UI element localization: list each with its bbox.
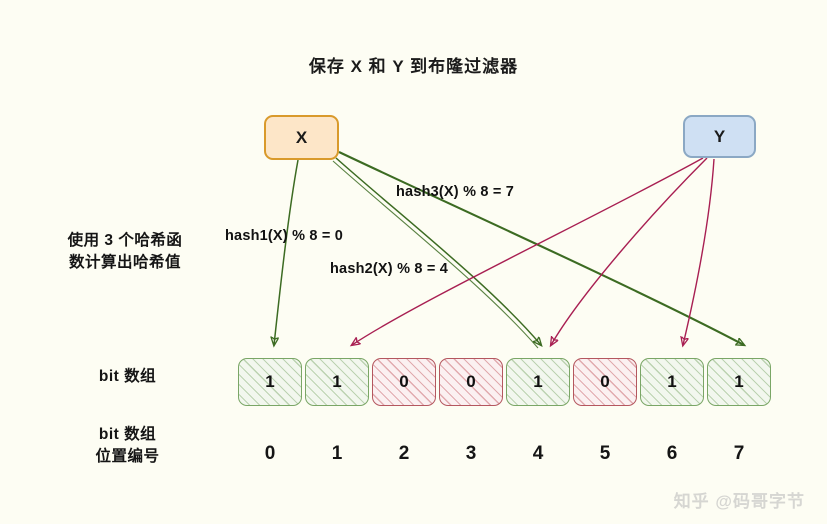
node-x-label: X bbox=[295, 127, 308, 147]
bit-index-value: 5 bbox=[599, 443, 611, 464]
bit-index-value: 6 bbox=[666, 443, 678, 464]
bit-cell-value: 1 bbox=[667, 372, 677, 391]
bit-cell-value: 1 bbox=[734, 372, 744, 391]
bit-cell-value: 0 bbox=[466, 372, 476, 391]
bit-index-value: 7 bbox=[733, 443, 745, 464]
bit-array-label: bit 数组 bbox=[98, 368, 157, 385]
bit-cell-value: 1 bbox=[533, 372, 543, 391]
bit-index-label-line1: bit 数组 bbox=[98, 426, 157, 443]
watermark: 知乎 @码哥字节 bbox=[673, 492, 805, 511]
bit-index-value: 0 bbox=[264, 443, 276, 464]
hash2-label: hash2(X) % 8 = 4 bbox=[330, 261, 449, 277]
bit-cell[interactable]: 0 bbox=[439, 358, 503, 406]
bit-cell-value: 1 bbox=[265, 372, 275, 391]
bit-cell[interactable]: 1 bbox=[640, 358, 704, 406]
hash-function-note-line2: 数计算出哈希值 bbox=[68, 254, 181, 272]
bit-cell[interactable]: 0 bbox=[573, 358, 637, 406]
bit-index-row: 0 1 2 3 4 5 6 7 bbox=[238, 443, 771, 465]
bit-index-value: 1 bbox=[331, 443, 343, 464]
arrow-x-to-bit0 bbox=[274, 159, 299, 345]
node-x[interactable]: X bbox=[264, 115, 339, 160]
bit-index-value: 2 bbox=[398, 443, 410, 464]
bit-cell[interactable]: 0 bbox=[372, 358, 436, 406]
bit-index-label: bit 数组 位置编号 bbox=[40, 424, 215, 469]
bit-cell-value: 0 bbox=[600, 372, 610, 391]
bit-index-value: 3 bbox=[465, 443, 477, 464]
bit-index-value: 4 bbox=[532, 443, 544, 464]
bit-cell[interactable]: 1 bbox=[506, 358, 570, 406]
bit-index-label-line2: 位置编号 bbox=[95, 448, 160, 466]
bit-cell[interactable]: 1 bbox=[238, 358, 302, 406]
bit-cell[interactable]: 1 bbox=[707, 358, 771, 406]
bit-cell[interactable]: 1 bbox=[305, 358, 369, 406]
bit-array: 1 1 0 0 1 0 1 1 bbox=[238, 358, 771, 406]
bit-cell-value: 0 bbox=[399, 372, 409, 391]
arrow-x-to-bit7 bbox=[338, 151, 744, 345]
hash-function-note: 使用 3 个哈希函 数计算出哈希值 bbox=[30, 230, 220, 275]
bit-cell-value: 1 bbox=[332, 372, 342, 391]
arrow-y-to-bit4 bbox=[551, 157, 708, 345]
arrow-y-to-bit6 bbox=[683, 158, 715, 345]
node-y-label: Y bbox=[713, 126, 726, 146]
hash1-label: hash1(X) % 8 = 0 bbox=[225, 228, 344, 244]
page-title: 保存 X 和 Y 到布隆过滤器 bbox=[308, 57, 519, 76]
hash-function-note-line1: 使用 3 个哈希函 bbox=[67, 232, 183, 249]
node-y[interactable]: Y bbox=[683, 115, 756, 158]
hash3-label: hash3(X) % 8 = 7 bbox=[396, 184, 515, 200]
